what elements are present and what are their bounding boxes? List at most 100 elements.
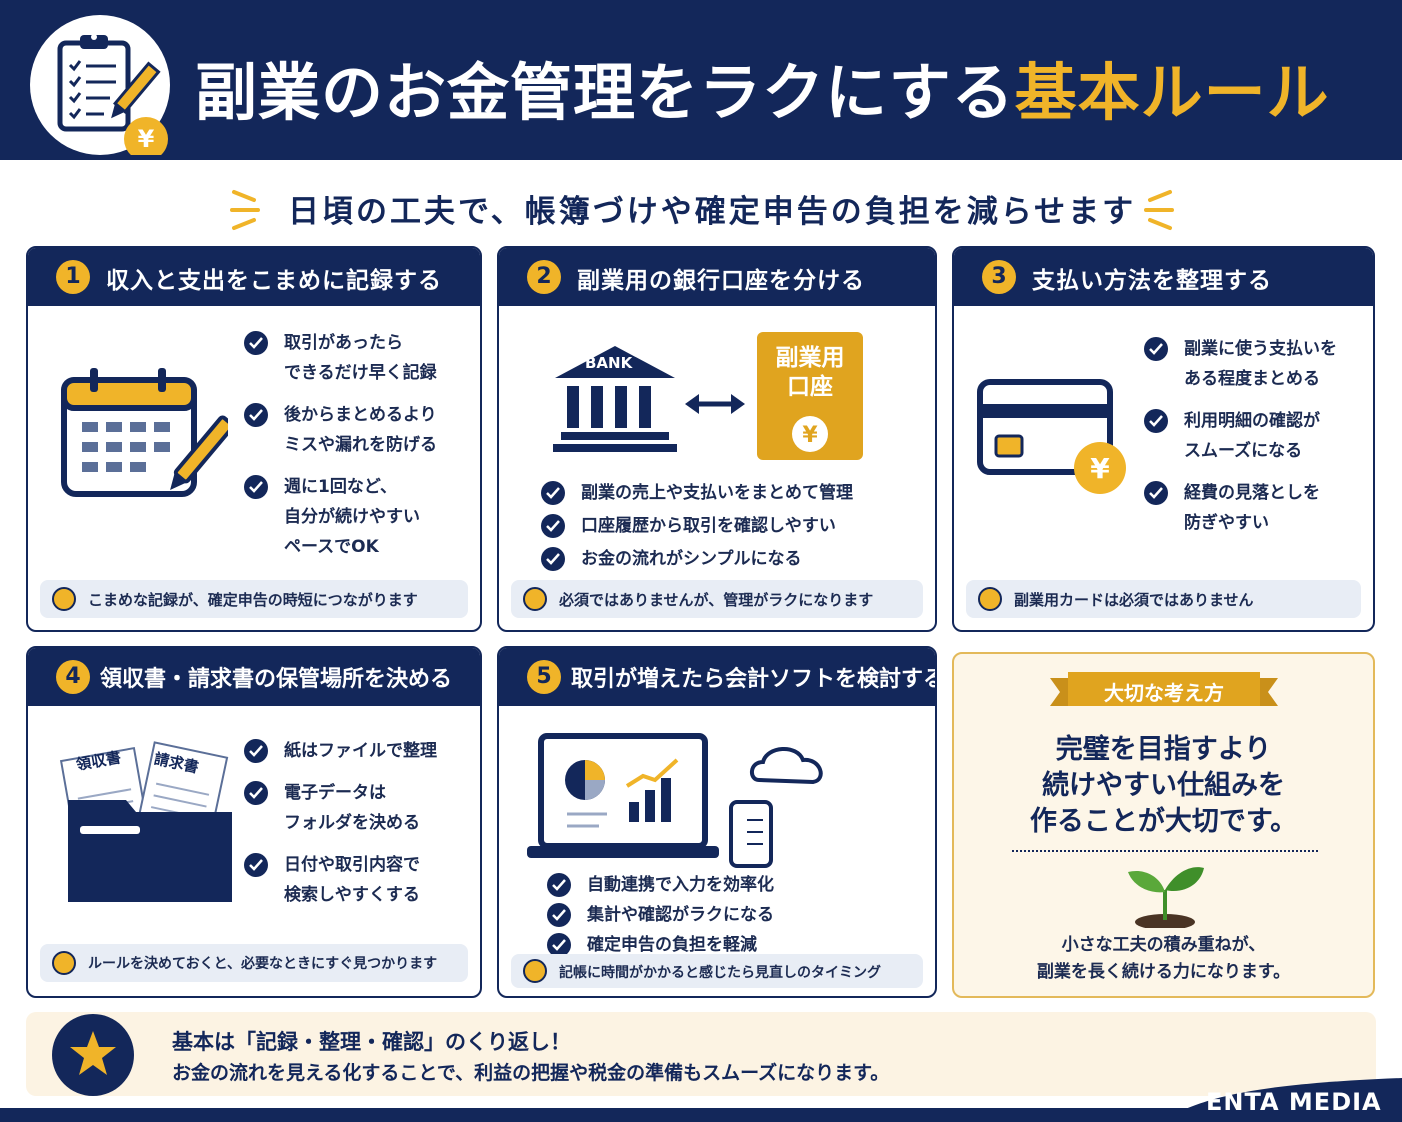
tip-text: 副業用カードは必須ではありません [1014,591,1254,609]
card-payment: 3 支払い方法を整理する ¥ 副業に使う支払いを ある程度まとめる 利用明細の確… [952,246,1375,632]
tip-text: 記帳に時間がかかると感じたら見直しのタイミング [559,965,881,981]
bullet-list: 紙はファイルで整理 電子データは フォルダを決める 日付や取引内容で 検索しやす… [244,736,437,910]
card-title: 取引が増えたら会計ソフトを検討する [571,667,937,692]
lightbulb-icon [523,587,547,611]
check-icon [541,547,565,571]
account-card: 副業用 口座 ¥ [757,332,863,460]
lightbulb-icon [52,951,76,975]
check-icon [244,853,268,877]
bullet-item: 経費の見落としを 防ぎやすい [1144,478,1337,538]
card-header: 3 支払い方法を整理する [954,248,1373,306]
tip-text: ルールを決めておくと、必要なときにすぐ見つかります [88,956,438,972]
tip-text: こまめな記録が、確定申告の時短につながります [88,591,418,609]
bullet-item: 取引があったら できるだけ早く記録 [244,328,437,388]
check-icon [541,481,565,505]
card-title: 副業用の銀行口座を分ける [577,268,865,294]
bullet-item: 利用明細の確認が スムーズになる [1144,406,1337,466]
bullet-item: 電子データは フォルダを決める [244,778,437,838]
bullet-item: お金の流れがシンプルになる [541,544,853,574]
bullet-item: 後からまとめるより ミスや漏れを防げる [244,400,437,460]
step-number: 5 [527,660,561,694]
bank-icon [553,346,677,452]
card-title: 領収書・請求書の保管場所を決める [100,667,453,692]
card-header: 5 取引が増えたら会計ソフトを検討する [499,648,935,706]
bottom-band [0,1108,1402,1122]
bank-label: BANK [585,354,633,372]
dotted-divider [1012,850,1318,852]
step-number: 3 [982,260,1016,294]
check-icon [547,933,571,957]
check-icon [541,514,565,538]
lightbulb-icon [978,587,1002,611]
card-title: 支払い方法を整理する [1032,268,1272,294]
lightbulb-icon [523,959,547,983]
card-record: 1 収入と支出をこまめに記録する 取引があったら できるだけ早く記録 後からまと… [26,246,482,632]
card-header: 4 領収書・請求書の保管場所を決める [28,648,480,706]
check-icon [547,873,571,897]
step-number: 1 [56,260,90,294]
mindset-card: 大切な考え方 完璧を目指すより 続けやすい仕組みを 作ることが大切です。 小さな… [952,652,1375,998]
bullet-item: 集計や確認がラクになる [547,900,774,930]
page-title: 副業のお金管理をラクにする基本ルール [195,42,1330,132]
card-software: 5 取引が増えたら会計ソフトを検討する 自動連携で入力を効率化 集計や確認がラク… [497,646,937,998]
tip-box: 必須ではありませんが、管理がラクになります [511,580,923,618]
footer-summary: 基本は「記録・整理・確認」のくり返し！ お金の流れを見える化することで、利益の把… [26,1012,1376,1096]
laptop-cloud-icon [527,733,823,868]
mindset-note: 小さな工夫の積み重ねが、 副業を長く続ける力になります。 [1036,935,1291,982]
sparkle-right-icon [1144,190,1174,230]
clipboard-yen-icon: ¥ [57,34,168,161]
brand-name: ENTA MEDIA [1206,1088,1382,1116]
subtitle: 日頃の工夫で、帳簿づけや確定申告の負担を減らせます [288,194,1137,230]
title-main: 副業のお金管理をラクにする [195,56,1015,129]
footer-text: お金の流れを見える化することで、利益の把握や税金の準備もスムーズになります。 [172,1062,890,1084]
bullet-item: 自動連携で入力を効率化 [547,870,774,900]
bullet-item: 紙はファイルで整理 [244,736,437,766]
card-receipts: 4 領収書・請求書の保管場所を決める 領収書 請求書 紙はファイルで整理 電子デ… [26,646,482,998]
folder-documents-icon [59,741,232,902]
check-icon [244,475,268,499]
bullet-list: 副業の売上や支払いをまとめて管理 口座履歴から取引を確認しやすい お金の流れがシ… [541,478,853,574]
svg-text:¥: ¥ [138,125,155,153]
star-badge [52,1014,134,1096]
check-icon [244,331,268,355]
ribbon-label: 大切な考え方 [1104,681,1224,705]
bullet-list: 取引があったら できるだけ早く記録 後からまとめるより ミスや漏れを防げる 週に… [244,328,437,562]
check-icon [1144,337,1168,361]
footer-headline: 基本は「記録・整理・確認」のくり返し！ [172,1030,571,1054]
card-header: 2 副業用の銀行口座を分ける [499,248,935,306]
check-icon [244,739,268,763]
bullet-item: 週に1回など、 自分が続けやすい ペースでOK [244,472,437,562]
title-highlight: 基本ルール [1014,56,1330,129]
check-icon [244,781,268,805]
ribbon-banner [1050,672,1278,706]
check-icon [1144,409,1168,433]
bullet-list: 副業に使う支払いを ある程度まとめる 利用明細の確認が スムーズになる 経費の見… [1144,334,1337,538]
card-header: 1 収入と支出をこまめに記録する [28,248,480,306]
check-icon [547,903,571,927]
tip-box: こまめな記録が、確定申告の時短につながります [40,580,468,618]
step-number: 4 [56,660,90,694]
tip-text: 必須ではありませんが、管理がラクになります [559,591,874,609]
yen-coin-icon: ¥ [792,416,828,452]
subtitle-row: 日頃の工夫で、帳簿づけや確定申告の負担を減らせます [0,180,1402,236]
double-arrow-icon [685,394,745,414]
bullet-item: 確定申告の負担を軽減 [547,930,774,960]
tip-box: 副業用カードは必須ではありません [966,580,1361,618]
tip-box: 記帳に時間がかかると感じたら見直しのタイミング [511,954,923,988]
bullet-list: 自動連携で入力を効率化 集計や確認がラクになる 確定申告の負担を軽減 [547,870,774,960]
svg-text:¥: ¥ [1090,452,1110,485]
logo-badge: ¥ [30,15,170,161]
mindset-message: 完璧を目指すより 続けやすい仕組みを 作ることが大切です。 [1029,734,1298,837]
check-icon [1144,481,1168,505]
bullet-item: 日付や取引内容で 検索しやすくする [244,850,437,910]
bullet-item: 副業の売上や支払いをまとめて管理 [541,478,853,508]
sparkle-left-icon [230,190,260,230]
header-banner: ¥ 副業のお金管理をラクにする基本ルール [0,0,1402,161]
calendar-pencil-icon [61,368,228,497]
card-bank-account: 2 副業用の銀行口座を分ける BANK 副業用 口座 ¥ 副業の売上や支払いをま… [497,246,937,632]
tip-box: ルールを決めておくと、必要なときにすぐ見つかります [40,944,468,982]
check-icon [244,403,268,427]
credit-card-yen-icon: ¥ [977,379,1126,494]
bullet-item: 副業に使う支払いを ある程度まとめる [1144,334,1337,394]
sprout-icon [1128,867,1204,928]
